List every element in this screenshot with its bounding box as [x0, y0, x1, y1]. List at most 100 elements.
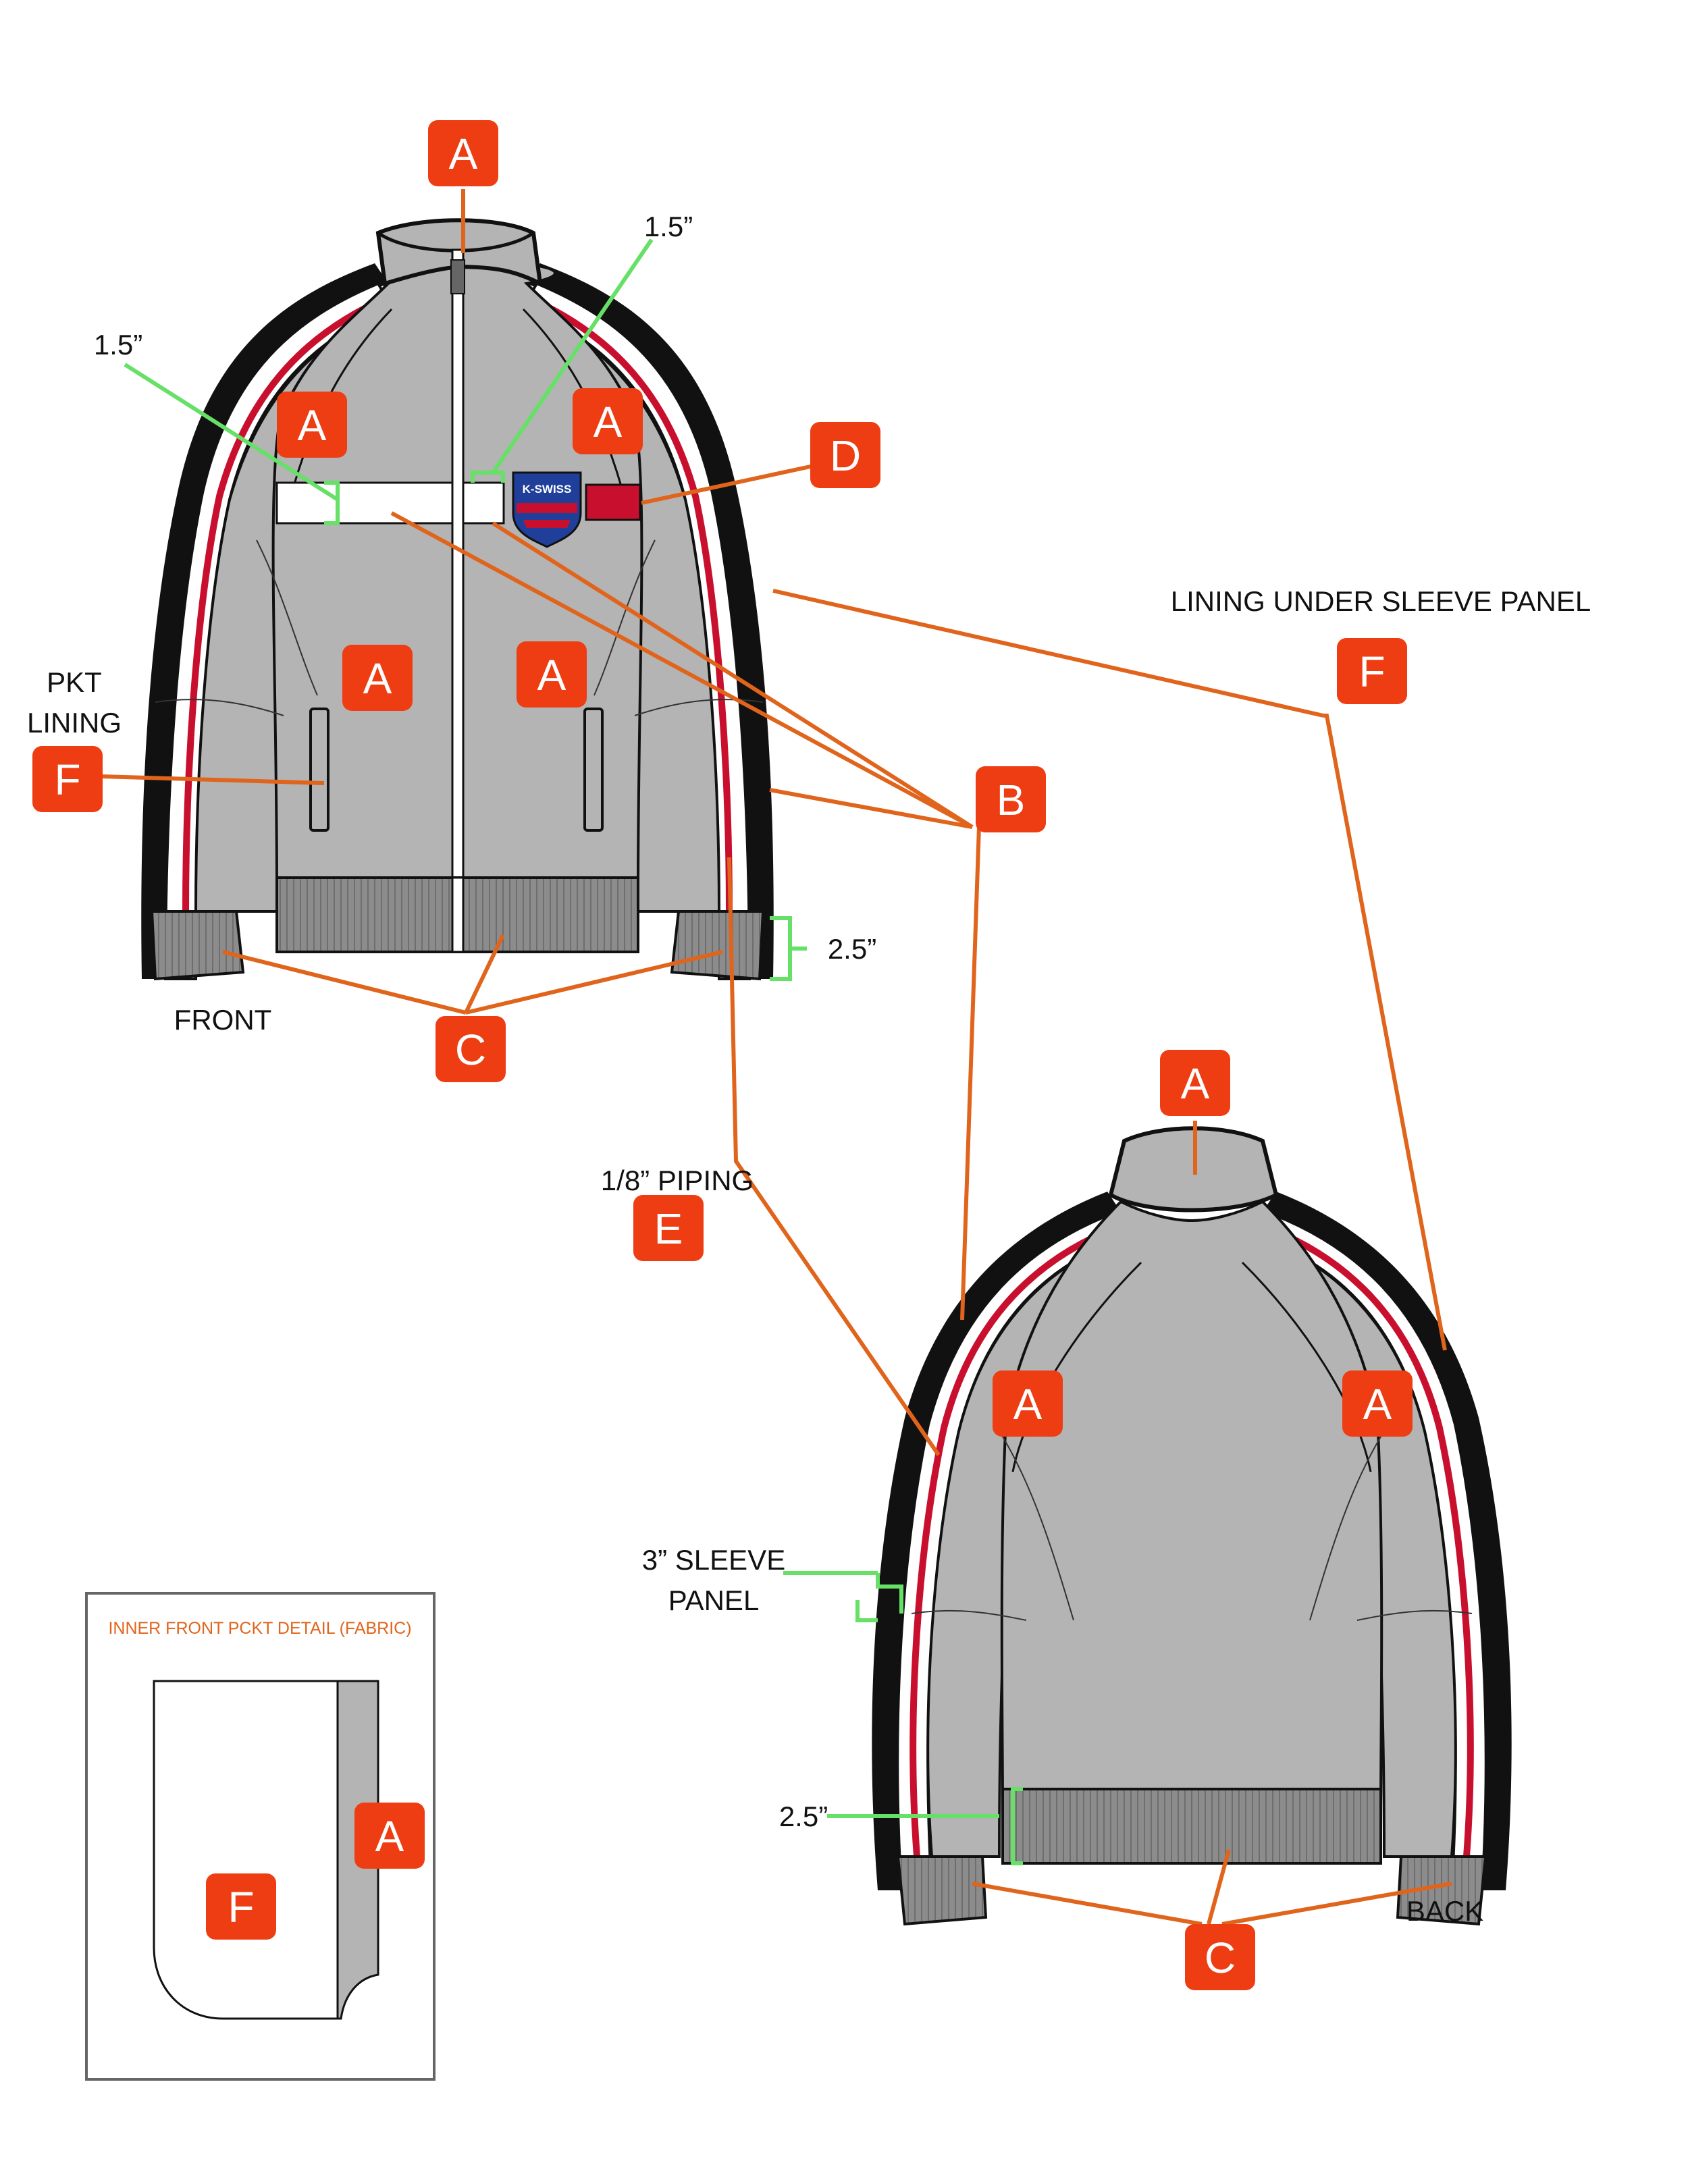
fold-line	[256, 539, 318, 696]
front-chest-stripe-left	[275, 481, 454, 525]
badge-a-back-right: A	[1342, 1370, 1413, 1437]
leader-b-chest-stripe-right	[492, 521, 974, 829]
front-right-pocket	[583, 708, 604, 832]
badge-f-sleeve-lining: F	[1337, 638, 1407, 704]
lining-under-sleeve-label: LINING UNDER SLEEVE PANEL	[1171, 585, 1591, 617]
leader-b-chest-stripe-left	[390, 511, 974, 829]
badge-a-back-left: A	[993, 1370, 1063, 1437]
leader-b-back-sleeve	[960, 826, 981, 1321]
dim-stripe-left-leader	[124, 363, 339, 502]
front-right-sleeve-tape	[527, 263, 774, 979]
back-right-raglan-seam	[1241, 1261, 1372, 1472]
leader-lines	[101, 189, 1452, 1926]
leader-d-flag	[641, 464, 814, 505]
front-right-cuff	[670, 910, 765, 981]
text-labels: 1.5” 1.5” LINING UNDER SLEEVE PANEL PKT …	[27, 211, 1591, 1927]
svg-text:B: B	[997, 776, 1026, 824]
back-jacket-drawing	[872, 1126, 1512, 1926]
svg-text:E: E	[654, 1204, 683, 1253]
badge-c-back: C	[1185, 1924, 1255, 1990]
svg-text:A: A	[449, 130, 478, 178]
inset-title: INNER FRONT PCKT DETAIL (FABRIC)	[108, 1619, 411, 1638]
front-left-sleeve-white-panel	[163, 282, 394, 980]
svg-text:F: F	[54, 755, 80, 804]
dim-stripe-center-bracket	[471, 471, 505, 483]
sleeve-panel-label-line2: PANEL	[668, 1584, 760, 1616]
back-left-sleeve-tape	[872, 1192, 1121, 1890]
back-right-piping	[1255, 1220, 1474, 1857]
fold-line	[999, 1431, 1074, 1621]
dim-sleeve-panel-bracket-2	[855, 1600, 878, 1622]
badge-a-collar-front: A	[428, 120, 498, 186]
callout-badges: A A A A A D F F B C E A A A C A F	[32, 120, 1413, 1990]
leader-c-right-cuff	[465, 950, 723, 1015]
dimension-lines	[124, 238, 1023, 1865]
front-view-label: FRONT	[174, 1004, 272, 1036]
back-left-piping	[909, 1220, 1129, 1857]
badge-a-left-body: A	[342, 645, 413, 711]
fold-line	[1356, 1609, 1473, 1621]
back-left-raglan-seam	[1011, 1261, 1142, 1472]
badge-a-inset: A	[354, 1803, 425, 1869]
badge-b: B	[976, 766, 1046, 832]
leader-e-piping	[727, 857, 941, 1456]
leader-b-sleeve-panel	[769, 788, 973, 829]
leader-c-waistband	[464, 934, 505, 1014]
leader-f-sleeve-lining-front	[772, 589, 1324, 718]
front-left-cuff	[150, 910, 245, 981]
dim-sleeve-panel-bracket	[876, 1573, 903, 1614]
svg-text:D: D	[830, 431, 861, 480]
back-body	[1000, 1200, 1383, 1811]
back-waistband	[1001, 1788, 1382, 1865]
badge-a-right-body: A	[517, 641, 587, 708]
back-right-sleeve-tape	[1263, 1192, 1512, 1890]
dim-stripe-left-bracket	[324, 481, 340, 525]
svg-text:A: A	[1363, 1380, 1392, 1429]
svg-text:F: F	[1359, 647, 1385, 696]
fold-line	[155, 699, 284, 716]
front-left-piping	[182, 294, 390, 912]
badge-a-right-shoulder: A	[573, 388, 643, 454]
svg-text:A: A	[1013, 1380, 1043, 1429]
svg-text:F: F	[228, 1883, 254, 1932]
dim-hem-back-bracket	[1011, 1787, 1023, 1865]
fold-line	[911, 1609, 1027, 1621]
front-left-pocket	[309, 708, 329, 832]
badge-a-left-shoulder: A	[277, 392, 347, 458]
svg-text:A: A	[1181, 1059, 1210, 1108]
badge-e-piping: E	[633, 1195, 704, 1261]
badge-a-back-collar: A	[1160, 1050, 1230, 1116]
front-zipper	[451, 248, 465, 893]
front-right-sleeve-white-panel	[521, 282, 751, 980]
leader-f-sleeve-lining-back	[1323, 714, 1447, 1351]
front-jacket-drawing: K-SWISS	[141, 218, 774, 981]
dim-stripe-left-label: 1.5”	[94, 329, 142, 361]
sleeve-panel-label-line1: 3” SLEEVE	[642, 1544, 785, 1576]
logo-text: K-SWISS	[523, 483, 572, 496]
leader-f-pocket	[101, 774, 325, 785]
svg-text:A: A	[375, 1812, 404, 1861]
fold-line	[1309, 1431, 1385, 1621]
front-chest-stripe-right	[462, 481, 505, 525]
pkt-lining-label-line2: LINING	[27, 707, 122, 739]
badge-f-inset: F	[206, 1873, 276, 1940]
svg-text:A: A	[298, 401, 327, 450]
zipper-pull-icon	[450, 259, 465, 294]
svg-text:A: A	[363, 654, 392, 703]
svg-text:A: A	[537, 651, 566, 699]
fold-line	[594, 539, 656, 696]
badge-d-flag: D	[810, 422, 880, 488]
svg-text:C: C	[1205, 1934, 1236, 1982]
back-right-cuff	[1396, 1855, 1487, 1926]
red-flag-patch-icon	[585, 483, 641, 521]
front-right-raglan-seam	[522, 308, 623, 487]
dim-stripe-center-leader	[491, 238, 654, 474]
svg-text:C: C	[455, 1026, 486, 1074]
leader-c-back-waist	[1207, 1849, 1231, 1925]
dim-cuff-front-label: 2.5”	[828, 933, 876, 965]
back-left-cuff	[896, 1855, 988, 1926]
leader-c-back-left	[972, 1882, 1203, 1926]
inset-pocket-bag	[153, 1680, 339, 2020]
dim-hem-back-label: 2.5”	[779, 1801, 828, 1832]
